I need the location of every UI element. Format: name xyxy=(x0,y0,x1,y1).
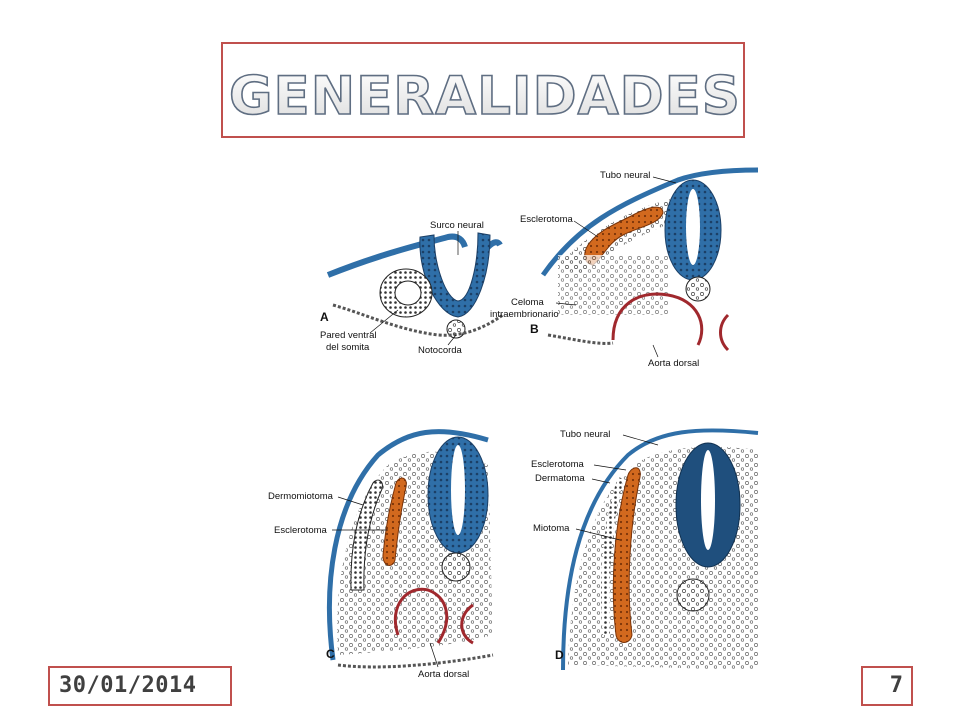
panel-letter-d: D xyxy=(555,648,564,662)
panel-letter-b: B xyxy=(530,322,539,336)
label-notocorda: Notocorda xyxy=(418,345,463,356)
label-surco-neural: Surco neural xyxy=(430,220,484,231)
label-esclerotoma-d: Esclerotoma xyxy=(531,459,585,470)
title-box: GENERALIDADES xyxy=(221,42,745,138)
label-dermatoma: Dermatoma xyxy=(535,473,585,484)
label-dermomiotoma: Dermomiotoma xyxy=(268,491,334,502)
label-pared-ventral: Pared ventral xyxy=(320,330,377,341)
panel-d: D Tubo neural Esclerotoma Dermatoma Miot… xyxy=(531,428,759,671)
label-del-somita: del somita xyxy=(326,342,370,353)
footer-date: 30/01/2014 xyxy=(48,666,232,706)
label-esclerotoma-b: Esclerotoma xyxy=(520,214,574,225)
label-celoma: Celoma xyxy=(511,297,544,308)
label-intraembrionario: intraembrionario xyxy=(490,309,559,320)
label-tubo-neural-b: Tubo neural xyxy=(600,170,650,181)
label-miotoma: Miotoma xyxy=(533,523,570,534)
label-aorta-dorsal-b: Aorta dorsal xyxy=(648,358,699,369)
panel-a: A Surco neural Pared ventral del somita … xyxy=(320,220,504,356)
page-title: GENERALIDADES xyxy=(229,66,741,127)
panel-letter-a: A xyxy=(320,310,329,324)
title-graphic: GENERALIDADES xyxy=(228,65,741,128)
label-esclerotoma-c: Esclerotoma xyxy=(274,525,328,536)
panel-c: C Dermomiotoma Esclerotoma Aorta dorsal xyxy=(268,429,494,680)
label-aorta-dorsal-c: Aorta dorsal xyxy=(418,669,469,680)
embryology-figure: A Surco neural Pared ventral del somita … xyxy=(258,165,763,683)
page-number: 7 xyxy=(861,666,913,706)
label-tubo-neural-d: Tubo neural xyxy=(560,429,610,440)
panel-letter-c: C xyxy=(326,647,335,661)
panel-b: B Tubo neural Esclerotoma Celoma intraem… xyxy=(490,167,759,369)
